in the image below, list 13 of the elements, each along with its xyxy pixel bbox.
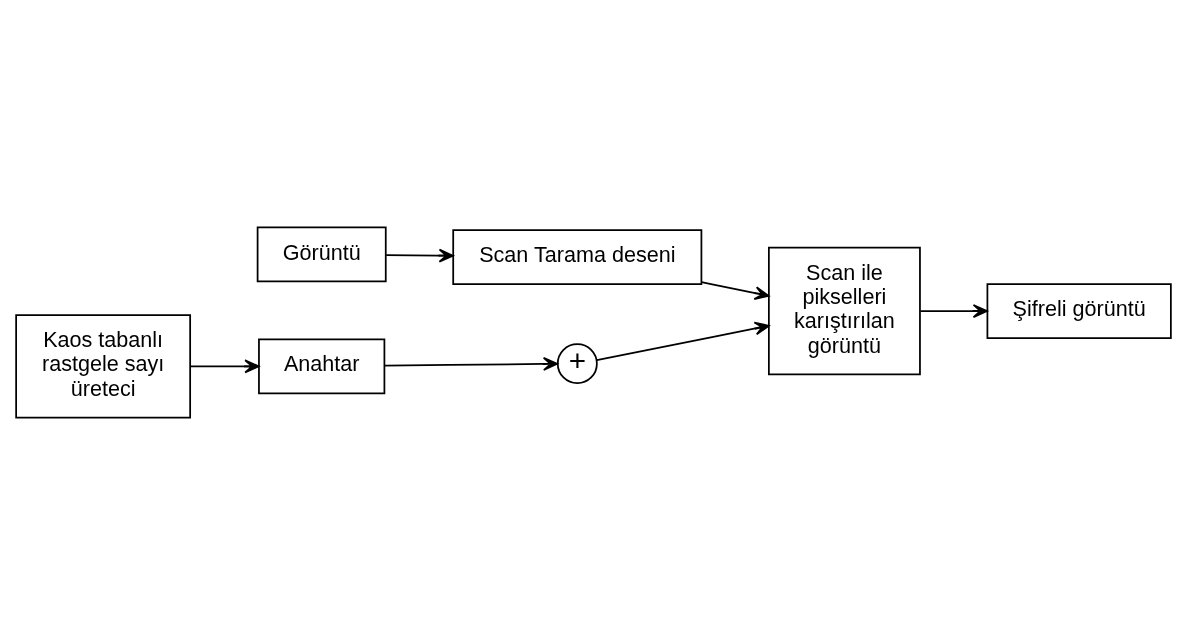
node-box: Şifreli görüntü: [986, 282, 1172, 339]
node-box: Görüntü: [256, 226, 387, 282]
arrow: [189, 358, 260, 373]
arrow: [384, 356, 559, 371]
arrow: [595, 321, 770, 361]
arrow: [385, 248, 454, 263]
node-box: Scan ile pikselleri karıştırılan görüntü: [768, 246, 921, 375]
node-box: Scan Tarama deseni: [452, 228, 703, 285]
arrow: [919, 303, 988, 318]
node-circle: +: [556, 342, 598, 384]
arrow: [700, 280, 770, 300]
node-box: Anahtar: [258, 338, 386, 394]
node-box: Kaos tabanlı rastgele sayı üreteci: [15, 313, 192, 418]
